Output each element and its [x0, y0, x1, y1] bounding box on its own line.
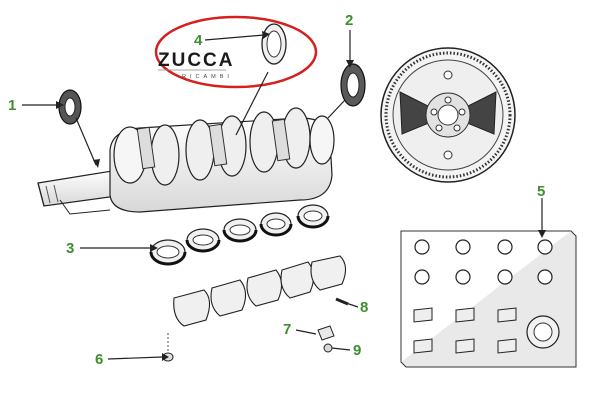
main-bearing-caps [173, 255, 347, 327]
bearing-kit-box [400, 230, 577, 368]
svg-text:RICAMBI: RICAMBI [182, 74, 233, 80]
kit-shells-row-1 [414, 239, 553, 255]
callout-8: 8 [360, 299, 368, 316]
svg-text:ZUCCA: ZUCCA [158, 50, 235, 71]
callout-7: 7 [283, 321, 291, 338]
crankshaft [37, 107, 335, 215]
callout-6: 6 [95, 351, 103, 368]
brand-logo: ZUCCA RICAMBI [158, 50, 235, 80]
thrust-washer [261, 23, 287, 65]
kit-caps-row [413, 307, 517, 354]
kit-thrust-washer [526, 315, 560, 349]
nut-9 [323, 343, 333, 353]
flywheel [380, 47, 516, 183]
highlight-oval [154, 15, 318, 89]
callout-labels: 1 2 3 4 5 6 7 8 9 [8, 12, 545, 368]
callout-4: 4 [194, 32, 203, 49]
main-bearing-shells [149, 204, 330, 266]
kit-shells-row-2 [414, 269, 553, 285]
leader-arrowheads [56, 31, 546, 361]
rear-oil-seal [340, 63, 366, 107]
leader-lines [22, 30, 543, 360]
callout-5: 5 [537, 183, 545, 200]
callout-2: 2 [345, 12, 353, 29]
callout-9: 9 [353, 342, 361, 359]
front-oil-seal [58, 89, 82, 125]
callout-3: 3 [66, 240, 74, 257]
callout-1: 1 [8, 97, 16, 114]
lock-plate-7 [317, 325, 335, 341]
